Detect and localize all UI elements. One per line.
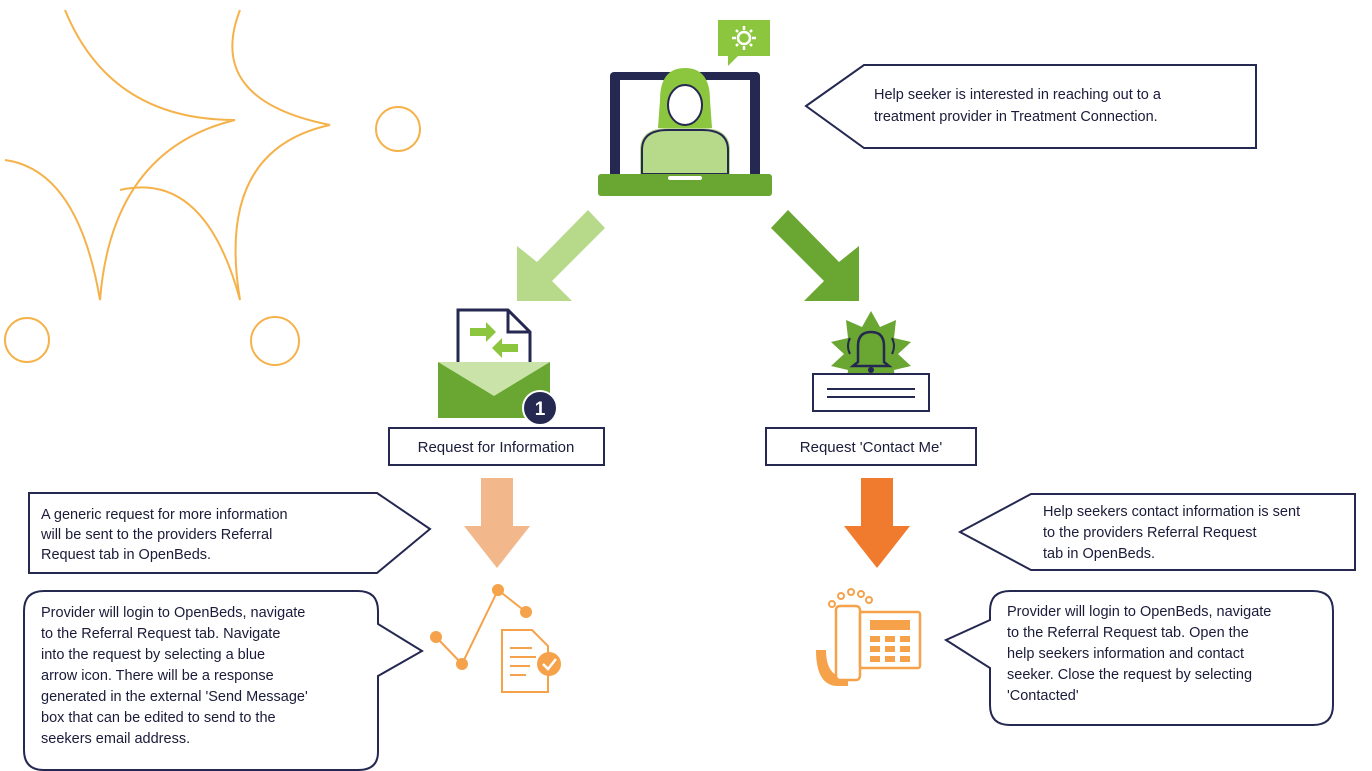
arrow-down-left — [517, 210, 605, 301]
left-callout-line: will be sent to the providers Referral — [40, 527, 272, 543]
decorative-circle — [375, 106, 421, 152]
provider-steps-left: Provider will login to OpenBeds, navigat… — [23, 590, 424, 771]
arrow-down-dark-orange — [844, 478, 910, 568]
right-callout-line: to the providers Referral Request — [1043, 525, 1257, 541]
right-callout-line: tab in OpenBeds. — [1043, 546, 1155, 562]
envelope-document-icon: 1 — [438, 308, 558, 426]
top-callout-line: Help seeker is interested in reaching ou… — [874, 87, 1162, 103]
laptop-person-icon — [598, 68, 772, 196]
request-information-text: Request for Information — [418, 439, 575, 456]
provider-steps-right-line: to the Referral Request tab. Open the — [1007, 625, 1249, 641]
left-callout-line: A generic request for more information — [41, 507, 288, 523]
provider-steps-left-line: generated in the external 'Send Message' — [41, 689, 308, 705]
chart-document-icon — [430, 584, 561, 693]
right-callout-line: Help seekers contact information is sent — [1043, 504, 1300, 520]
provider-steps-right: Provider will login to OpenBeds, navigat… — [943, 590, 1334, 726]
arrow-down-light-orange — [464, 478, 530, 568]
decorative-circle — [4, 317, 50, 363]
chat-bubble-icon — [718, 20, 770, 66]
right-callout: Help seekers contact information is sent… — [957, 493, 1356, 571]
decorative-circle — [250, 316, 300, 366]
provider-steps-left-line: to the Referral Request tab. Navigate — [41, 626, 280, 642]
provider-steps-left-line: Provider will login to OpenBeds, navigat… — [41, 605, 305, 621]
top-callout-line: treatment provider in Treatment Connecti… — [874, 109, 1158, 125]
provider-steps-right-line: Provider will login to OpenBeds, navigat… — [1007, 604, 1271, 620]
provider-steps-left-line: arrow icon. There will be a response — [41, 668, 274, 684]
request-information-label: Request for Information — [388, 427, 605, 466]
provider-steps-left-line: into the request by selecting a blue — [41, 647, 265, 663]
request-contact-text: Request 'Contact Me' — [800, 439, 943, 456]
left-callout: A generic request for more information w… — [28, 492, 432, 574]
desk-phone-icon — [816, 588, 922, 686]
request-contact-label: Request 'Contact Me' — [765, 427, 977, 466]
provider-steps-left-line: seekers email address. — [41, 731, 190, 747]
decorative-starburst — [4, 9, 331, 301]
provider-steps-right-line: seeker. Close the request by selecting — [1007, 667, 1252, 683]
top-callout: Help seeker is interested in reaching ou… — [804, 64, 1257, 149]
provider-steps-right-line: help seekers information and contact — [1007, 646, 1244, 662]
notification-badge: 1 — [535, 399, 546, 420]
provider-steps-right-line: 'Contacted' — [1007, 688, 1079, 704]
provider-steps-left-line: box that can be edited to send to the — [41, 710, 276, 726]
left-callout-line: Request tab in OpenBeds. — [41, 547, 211, 563]
bell-alert-icon — [812, 311, 930, 412]
arrow-down-right — [771, 210, 859, 301]
